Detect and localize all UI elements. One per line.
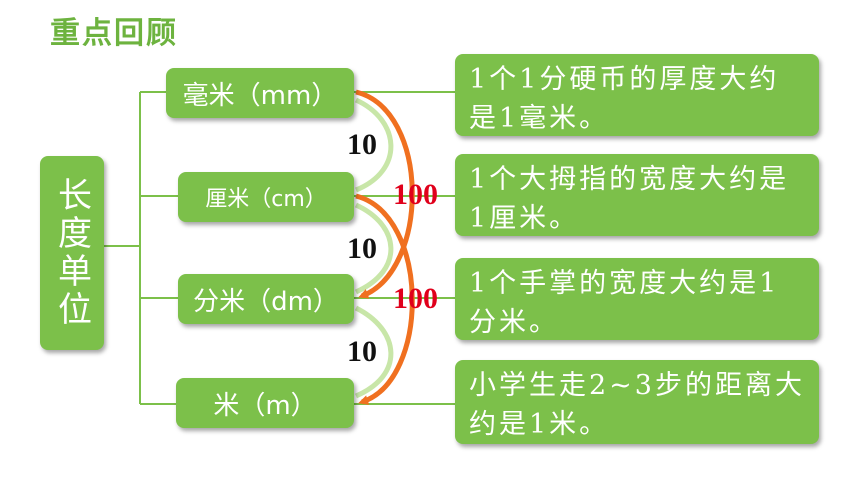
desc-dm: 1个手掌的宽度大约是1分米。 — [455, 258, 819, 340]
unit-m: 米（m） — [176, 378, 354, 428]
arrow-mm-dm — [355, 89, 415, 299]
desc-m: 小学生走2~3步的距离大约是1米。 — [455, 360, 819, 444]
category-box: 长度单位 — [40, 156, 104, 350]
unit-cm: 厘米（cm） — [178, 172, 354, 222]
page-title: 重点回顾 — [50, 16, 178, 51]
ratio-dm-m: 10 — [347, 335, 377, 368]
ratio-cm-m: 100 — [393, 282, 438, 315]
desc-mm: 1个1分硬币的厚度大约是1毫米。 — [455, 54, 819, 136]
unit-dm: 分米（dm） — [178, 274, 354, 324]
ratio-cm-dm: 10 — [347, 232, 377, 265]
desc-cm: 1个大拇指的宽度大约是1厘米。 — [455, 154, 819, 236]
arrow-cm-m — [355, 193, 415, 405]
ratio-mm-cm: 10 — [347, 128, 377, 161]
ratio-mm-dm: 100 — [393, 178, 438, 211]
unit-mm: 毫米（mm） — [166, 68, 354, 118]
